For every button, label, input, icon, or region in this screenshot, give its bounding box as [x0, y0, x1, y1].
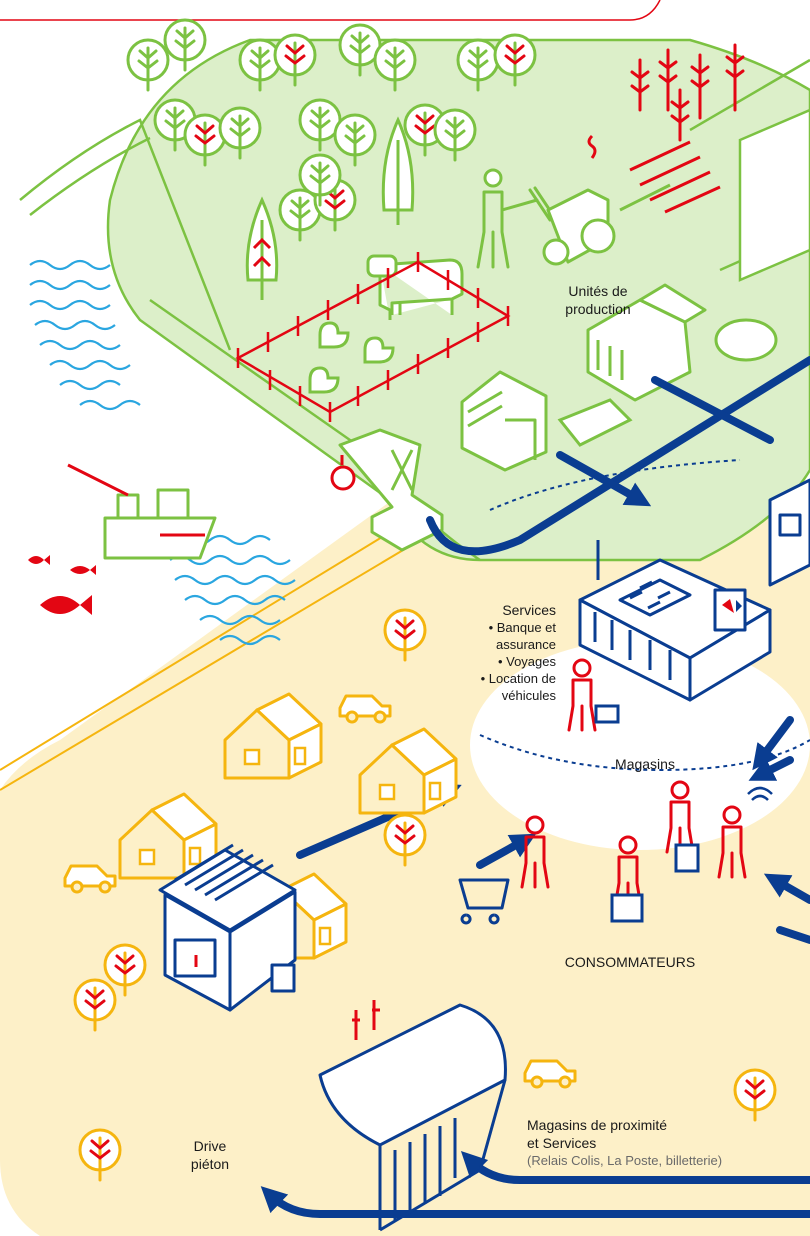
silo-icon: [714, 318, 778, 362]
produce-crate: [557, 398, 633, 447]
river-waves: [29, 259, 296, 646]
farmer-icon: [476, 168, 557, 269]
services-list: Services • Banque et assurance • Voyages…: [440, 602, 556, 704]
proximity-stores-label: Magasins de proximité et Services (Relai…: [527, 1116, 807, 1170]
supermarket-icon: [578, 540, 772, 702]
drive-store-icon: [158, 843, 297, 1012]
supermarket-icon: [768, 478, 810, 587]
services-item: • Voyages: [497, 654, 556, 669]
sign-icon: [352, 1000, 380, 1040]
top-boundary-line: [0, 0, 661, 21]
drive-pieton-label: Drive piéton: [170, 1137, 250, 1173]
drive-label-line1: Drive: [193, 1138, 227, 1154]
fish-icon: [28, 555, 96, 615]
consumers-label: CONSOMMATEURS: [564, 954, 696, 970]
region-divider: [0, 539, 421, 791]
tractor-icon: [542, 134, 671, 266]
proximity-note: (Relais Colis, La Poste, billetterie): [527, 1153, 723, 1168]
chicken-icon: [308, 321, 395, 394]
wifi-icon: [747, 786, 773, 801]
proximity-label-line1: Magasins de proximité: [527, 1117, 668, 1133]
production-label-line2: production: [565, 301, 631, 317]
stores-label: Magasins: [615, 756, 675, 772]
crane-icon: [338, 428, 444, 552]
barn-icon: [586, 283, 707, 402]
production-label-line1: Unités de: [568, 283, 628, 299]
shopping-bag-icon: [610, 893, 644, 923]
arrow-icon: [260, 356, 810, 1218]
laptop-icon: [594, 704, 620, 724]
shopping-bag-icon: [674, 843, 700, 873]
consumers-area: [470, 640, 810, 850]
services-title: Services: [502, 602, 556, 618]
barn-icon: [460, 370, 548, 472]
fishing-boat-icon: [67, 463, 217, 560]
proximity-store-icon: [318, 1003, 507, 1232]
services-item: • Location de: [480, 671, 556, 686]
tree-icon: [245, 196, 279, 300]
services-item: • Banque et: [488, 620, 556, 635]
proximity-label-line2: et Services: [527, 1135, 597, 1151]
fence: [235, 252, 511, 422]
tree-icon: [381, 116, 415, 225]
net-icon: [330, 465, 356, 491]
production-units-label: Unités de production: [553, 282, 643, 318]
field-rows: [629, 140, 721, 214]
services-item: véhicules: [501, 688, 556, 703]
wheat-icon: [630, 43, 745, 142]
drive-label-line2: piéton: [190, 1156, 230, 1172]
services-item: assurance: [496, 637, 556, 652]
road-panel: [738, 108, 810, 282]
shopping-cart-icon: [458, 878, 510, 925]
